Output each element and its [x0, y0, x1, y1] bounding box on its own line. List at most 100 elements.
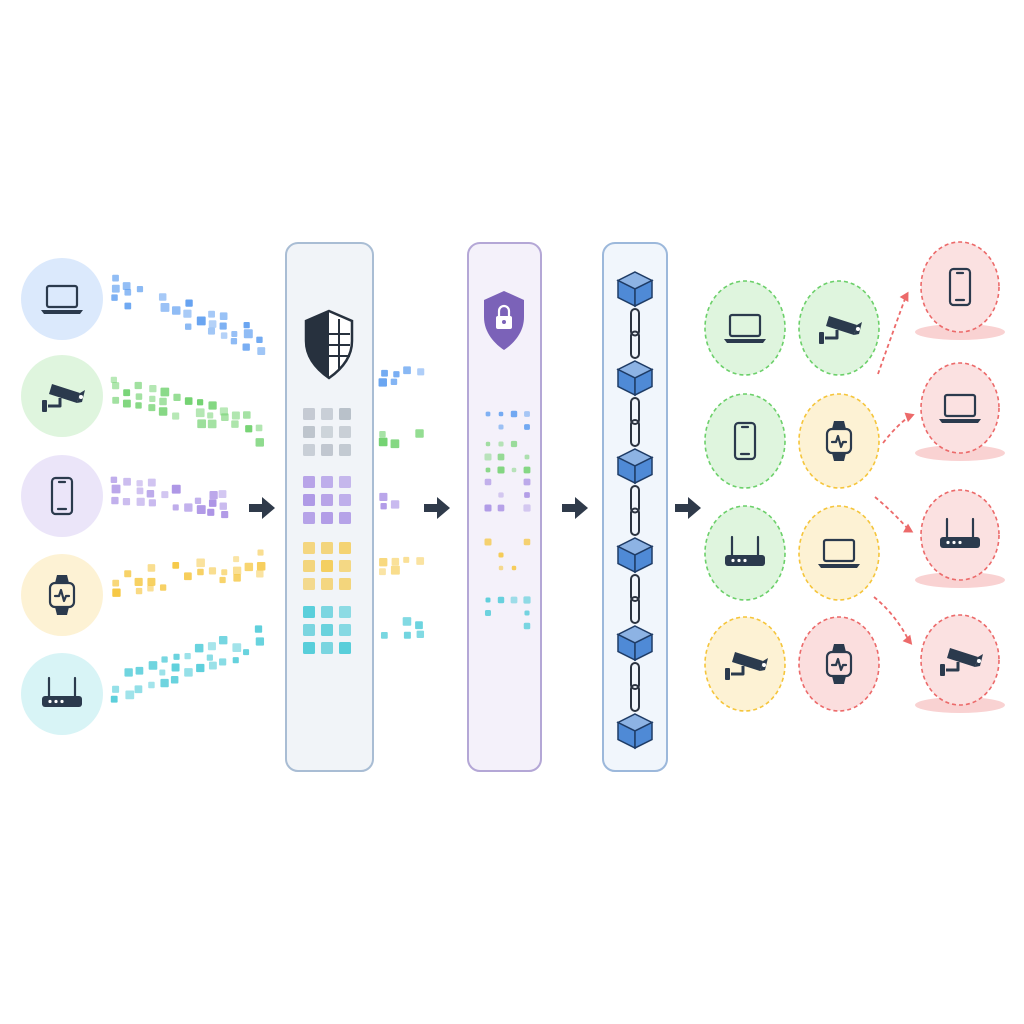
data-block	[485, 441, 491, 447]
source-device-3[interactable]	[21, 455, 103, 537]
result-device-8[interactable]	[798, 616, 880, 712]
data-packet	[208, 567, 217, 575]
chain-block-icon	[616, 271, 654, 308]
data-packet	[136, 487, 144, 495]
data-block	[303, 542, 315, 554]
alert-arrow-icon	[877, 291, 909, 375]
data-packet	[159, 584, 167, 591]
result-device-5[interactable]	[704, 505, 786, 601]
data-packet	[112, 579, 120, 587]
data-packet	[134, 577, 143, 587]
data-packet	[183, 309, 192, 318]
data-packet	[197, 419, 207, 429]
data-block	[303, 642, 315, 654]
shield-lock-icon	[484, 291, 524, 350]
laptop-icon	[41, 284, 83, 314]
data-packet	[232, 643, 242, 653]
result-device-6[interactable]	[798, 505, 880, 601]
data-packet	[390, 500, 400, 509]
data-packet	[221, 413, 229, 421]
data-packet	[207, 419, 217, 429]
data-block	[321, 512, 333, 524]
flagged-device-3[interactable]	[915, 489, 1005, 588]
flagged-device-4[interactable]	[915, 614, 1005, 713]
data-packet	[146, 490, 155, 498]
shield-grid-icon	[304, 309, 354, 380]
data-block	[321, 444, 333, 456]
source-device-4[interactable]	[21, 554, 103, 636]
data-packet	[196, 316, 206, 326]
transit-3	[379, 556, 425, 576]
flagged-device-2[interactable]	[915, 362, 1005, 461]
data-packet	[112, 382, 120, 390]
data-packet	[219, 312, 228, 320]
data-packet	[378, 437, 388, 447]
data-block	[339, 642, 351, 654]
data-block	[339, 476, 351, 488]
data-block	[498, 552, 504, 558]
data-packet	[110, 695, 118, 703]
data-packet	[196, 663, 205, 673]
phone-icon	[50, 476, 74, 516]
encrypt-grid-blue	[485, 410, 530, 430]
chain-link-icon	[630, 574, 640, 624]
data-block	[321, 560, 333, 572]
data-packet	[135, 666, 144, 675]
flagged-device-1[interactable]	[915, 241, 1005, 340]
source-device-2[interactable]	[21, 355, 103, 437]
data-packet	[148, 404, 156, 412]
data-packet	[147, 577, 156, 586]
data-packet	[380, 631, 388, 639]
data-packet	[390, 439, 400, 449]
data-packet	[111, 284, 120, 293]
data-block	[523, 596, 531, 604]
data-packet	[208, 401, 217, 410]
data-packet	[218, 490, 227, 498]
data-block	[321, 624, 333, 636]
router-icon	[940, 517, 980, 548]
result-device-4[interactable]	[798, 393, 880, 489]
source-device-1[interactable]	[21, 258, 103, 340]
laptop-icon	[939, 393, 981, 423]
data-block	[339, 426, 351, 438]
data-packet	[195, 408, 205, 418]
data-packet	[379, 430, 386, 438]
data-block	[523, 538, 531, 546]
data-packet	[184, 503, 193, 512]
stage-panels	[285, 242, 668, 772]
data-packet	[393, 371, 400, 378]
chain-block-icon	[616, 537, 654, 574]
data-packet	[196, 399, 204, 406]
data-packet	[172, 562, 180, 569]
data-block	[524, 411, 530, 417]
data-packet	[391, 557, 400, 566]
data-packet	[112, 274, 119, 282]
data-packet	[125, 690, 135, 700]
chain-block-icon	[616, 360, 654, 397]
data-packet	[158, 293, 167, 301]
result-device-7[interactable]	[704, 616, 786, 712]
data-block	[524, 610, 530, 616]
data-block	[339, 606, 351, 618]
data-block	[510, 410, 518, 418]
data-block	[321, 476, 333, 488]
data-packet	[136, 286, 144, 293]
data-block	[523, 504, 531, 512]
source-device-5[interactable]	[21, 653, 103, 735]
data-packet	[231, 411, 240, 420]
data-block	[524, 424, 530, 430]
chain-block-icon	[616, 625, 654, 662]
laptop-icon	[724, 313, 766, 343]
data-packet	[403, 366, 411, 375]
result-device-2[interactable]	[798, 280, 880, 376]
data-packet	[161, 491, 169, 499]
result-device-3[interactable]	[704, 393, 786, 489]
chain-block-icon	[616, 448, 654, 485]
data-packet	[110, 476, 118, 484]
data-packet	[185, 299, 193, 307]
laptop-icon	[818, 538, 860, 568]
data-packet	[112, 685, 120, 693]
result-device-1[interactable]	[704, 280, 786, 376]
data-block	[321, 494, 333, 506]
filter-grid-gray	[303, 408, 351, 456]
